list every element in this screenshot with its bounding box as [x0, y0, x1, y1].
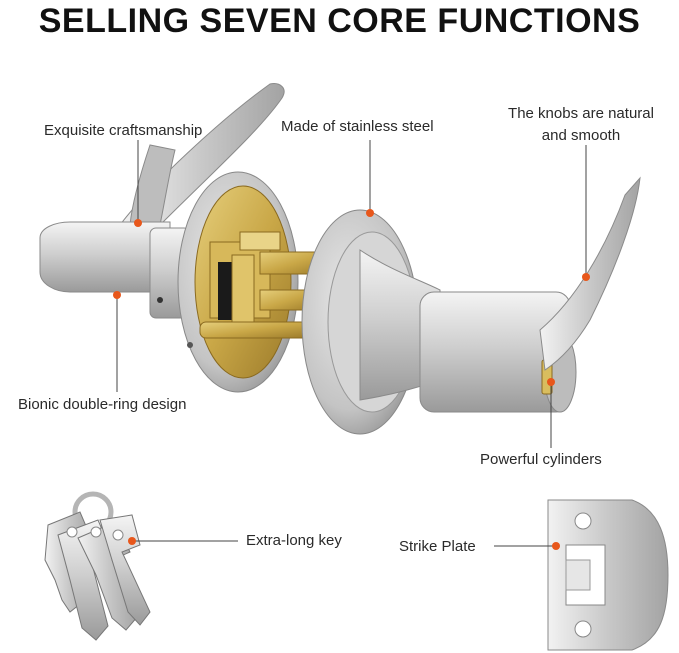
callout-dots [113, 209, 590, 550]
callout-leaders [116, 140, 587, 547]
key-icon [44, 491, 151, 641]
callout-strike-plate: Strike Plate [399, 538, 476, 555]
door-lever-icon [39, 83, 285, 319]
callout-extra-long-key: Extra-long key [246, 532, 342, 549]
page-title: SELLING SEVEN CORE FUNCTIONS [38, 2, 641, 40]
strike-plate-icon [547, 499, 669, 651]
callout-bionic-design: Bionic double-ring design [18, 396, 187, 413]
callout-craftsmanship: Exquisite craftsmanship [44, 122, 203, 139]
callout-knobs-line2: and smooth [541, 127, 621, 144]
callout-powerful-cylinders: Powerful cylinders [480, 451, 602, 468]
door-lever-icon [419, 176, 641, 413]
callout-stainless-steel: Made of stainless steel [281, 118, 434, 135]
callout-knobs-line1: The knobs are natural [508, 105, 654, 122]
